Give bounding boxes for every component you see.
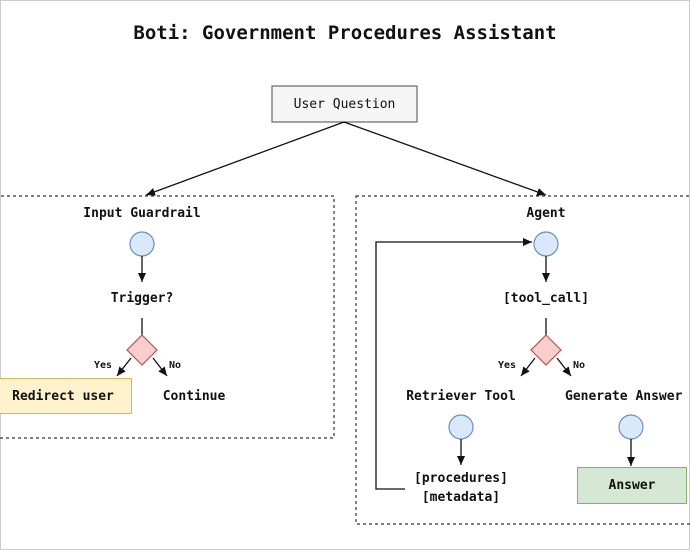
procedures-metadata-label: [procedures] [metadata]: [405, 469, 517, 507]
trigger-label: Trigger?: [110, 291, 174, 306]
tool-call-decision-diamond: [530, 334, 562, 366]
agent-yes-label: Yes: [498, 360, 517, 371]
loop-back-arrow: [375, 238, 532, 490]
trigger-decision-diamond: [126, 334, 158, 366]
input-guardrail-label: Input Guardrail: [83, 206, 201, 221]
arrow-trigger-no: [152, 357, 168, 377]
agent-no-label: No: [573, 360, 586, 371]
arrow-trigger-yes: [116, 357, 132, 377]
retriever-circle: [448, 414, 474, 440]
input-guardrail-container: [0, 195, 335, 439]
guardrail-start-circle: [129, 231, 155, 257]
user-question-label: User Question: [293, 96, 396, 112]
answer-box: Answer: [577, 467, 687, 504]
retriever-tool-label: Retriever Tool: [406, 389, 516, 404]
metadata-label: [metadata]: [421, 490, 501, 505]
agent-label: Agent: [526, 206, 566, 221]
agent-container: [355, 195, 690, 525]
guardrail-yes-label: Yes: [94, 360, 113, 371]
redirect-user-box: Redirect user: [0, 378, 132, 414]
tool-call-label: [tool_call]: [502, 291, 590, 306]
generate-answer-circle: [618, 414, 644, 440]
arrow-tool-call-no: [556, 357, 572, 377]
arrow-to-agent: [343, 121, 547, 196]
diagram-title: Boti: Government Procedures Assistant: [133, 22, 557, 44]
generate-answer-label: Generate Answer: [565, 389, 683, 404]
agent-start-circle: [533, 231, 559, 257]
guardrail-no-label: No: [169, 360, 182, 371]
user-question-box: [271, 85, 418, 123]
procedures-label: [procedures]: [414, 471, 508, 486]
arrow-to-guardrail: [145, 121, 345, 196]
continue-label: Continue: [162, 389, 226, 404]
arrow-tool-call-yes: [520, 357, 536, 377]
